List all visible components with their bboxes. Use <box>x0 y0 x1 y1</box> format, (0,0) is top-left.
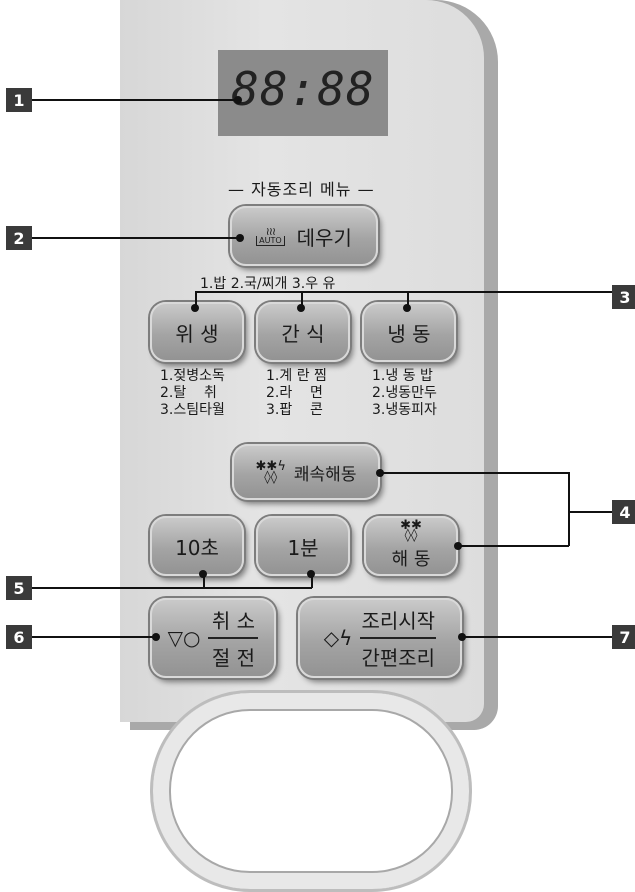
callout-line <box>195 291 612 293</box>
callout-dot <box>234 96 242 104</box>
callout-line <box>32 636 156 638</box>
callout-4: 4 <box>612 500 635 524</box>
snowflake-drops-icon: ✱✱ϟ◊◊ <box>255 459 286 485</box>
display-screen <box>218 50 388 136</box>
auto-menu-title: — 자동조리 메뉴 — <box>228 180 375 199</box>
display-digits: 88:88 <box>231 62 375 116</box>
callout-dot <box>403 304 411 312</box>
snowflake-drops-icon: ✱✱◊◊ <box>400 518 422 543</box>
snack-label: 간 식 <box>281 321 325 346</box>
frozen-label: 냉 동 <box>387 321 431 346</box>
callout-dot <box>152 633 160 641</box>
callout-7: 7 <box>612 625 635 649</box>
callout-line <box>407 291 409 307</box>
callout-dot <box>454 542 462 550</box>
cancel-button[interactable]: ▽○ 취 소 절 전 <box>150 598 276 678</box>
callout-line <box>301 291 303 307</box>
snack-options: 1.계 란 찜 2.라 면 3.팝 콘 <box>266 368 327 418</box>
quick-defrost-label: 쾌속해동 <box>293 464 357 485</box>
callout-dot <box>458 633 466 641</box>
label-divider <box>360 637 437 639</box>
callout-5: 5 <box>6 576 32 600</box>
auto-reheat-icon: ≀≀≀ AUTO <box>256 226 285 246</box>
callout-line <box>462 636 612 638</box>
defrost-button[interactable]: ✱✱◊◊ 해 동 <box>364 516 458 576</box>
callout-6: 6 <box>6 625 32 649</box>
callout-line <box>203 573 205 588</box>
sanitize-options: 1.젖병소독 2.탈 취 3.스팀타월 <box>160 368 225 418</box>
callout-line <box>32 587 312 589</box>
callout-2: 2 <box>6 226 32 250</box>
callout-line <box>32 237 240 239</box>
start-button[interactable]: ◇ϟ 조리시작 간편조리 <box>298 598 462 678</box>
one-minute-button[interactable]: 1분 <box>256 516 350 576</box>
callout-dot <box>191 304 199 312</box>
quick-defrost-button[interactable]: ✱✱ϟ◊◊ 쾌속해동 <box>232 444 380 500</box>
one-minute-label: 1분 <box>287 535 319 560</box>
sanitize-button[interactable]: 위 생 <box>150 302 244 362</box>
sanitize-label: 위 생 <box>175 321 219 346</box>
callout-line <box>32 99 238 101</box>
ten-seconds-label: 10초 <box>175 535 219 560</box>
callout-3: 3 <box>612 285 635 309</box>
power-save-label: 절 전 <box>211 646 255 670</box>
callout-line <box>380 472 569 474</box>
callout-dot <box>199 570 207 578</box>
callout-dot <box>236 234 244 242</box>
snack-button[interactable]: 간 식 <box>256 302 350 362</box>
reheat-options: 1.밥 2.국/찌개 3.우 유 <box>200 276 336 292</box>
cancel-label: 취 소 <box>211 609 255 633</box>
callout-line <box>195 291 197 307</box>
stop-icon: ▽○ <box>167 626 201 650</box>
callout-line <box>458 545 569 547</box>
ten-seconds-button[interactable]: 10초 <box>150 516 244 576</box>
callout-line <box>568 472 570 546</box>
label-divider <box>208 637 259 639</box>
callout-dot <box>307 570 315 578</box>
reheat-label: 데우기 <box>296 225 352 250</box>
start-icon: ◇ϟ <box>323 626 353 650</box>
callout-line <box>568 511 612 513</box>
door-handle <box>150 690 472 892</box>
frozen-button[interactable]: 냉 동 <box>362 302 456 362</box>
start-label: 조리시작 <box>361 609 436 633</box>
callout-1: 1 <box>6 88 32 112</box>
easy-cook-label: 간편조리 <box>361 646 436 670</box>
callout-dot <box>297 304 305 312</box>
callout-line <box>311 573 313 588</box>
callout-dot <box>376 469 384 477</box>
defrost-label: 해 동 <box>391 549 431 570</box>
reheat-button[interactable]: ≀≀≀ AUTO 데우기 <box>230 206 378 266</box>
frozen-options: 1.냉 동 밥 2.냉동만두 3.냉동피자 <box>372 368 437 418</box>
